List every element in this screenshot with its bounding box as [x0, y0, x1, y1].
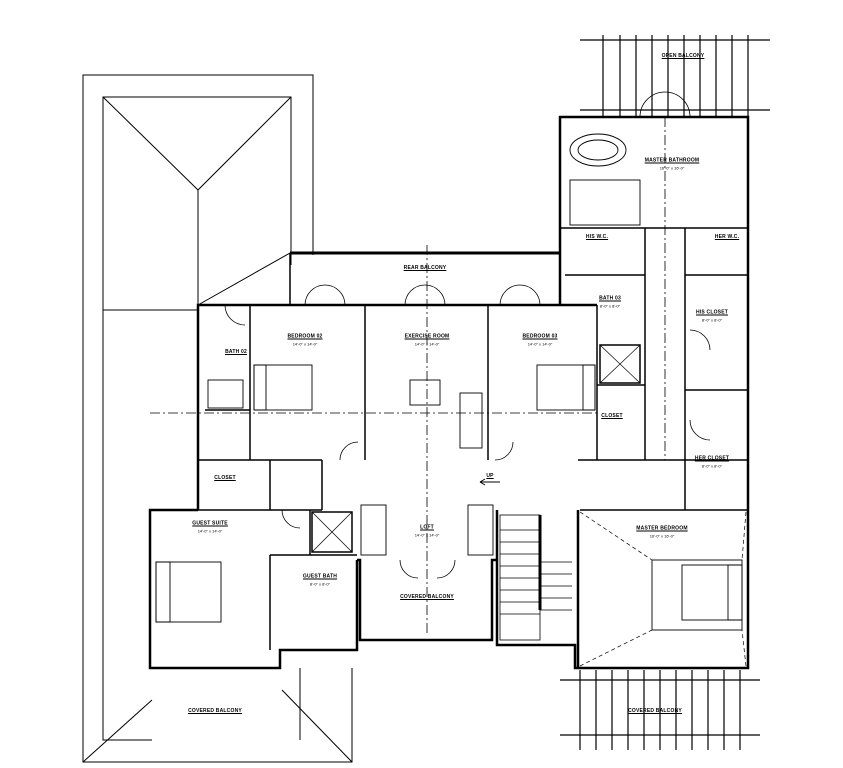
room-open-balcony: OPEN BALCONY [662, 53, 705, 59]
room-covered-balcony-right: COVERED BALCONY [628, 708, 682, 714]
room-rear-balcony: REAR BALCONY [404, 265, 447, 271]
stair-up-label: UP [486, 473, 493, 479]
stairs [499, 514, 572, 641]
room-name: MASTER BATHROOM [644, 157, 700, 164]
pergola-top [580, 35, 770, 117]
room-name: CLOSET [601, 413, 623, 419]
room-covered-balcony-left: COVERED BALCONY [188, 708, 242, 714]
room-name: HER W.C. [714, 234, 740, 240]
room-dims: 16'-0" x 16'-0" [659, 165, 685, 171]
room-name: BATH 03 [599, 295, 621, 302]
room-name: BEDROOM 02 [287, 333, 323, 340]
roof-outline [82, 74, 353, 763]
pergola-bottom [560, 670, 760, 750]
room-name: HER CLOSET [694, 455, 730, 462]
master-bedroom-ceiling [579, 511, 747, 667]
room-closet-left: CLOSET [214, 475, 235, 481]
room-name: EXERCISE ROOM [404, 333, 450, 340]
room-name: BEDROOM 03 [522, 333, 558, 340]
room-name: COVERED BALCONY [400, 594, 454, 600]
room-dims: 16'-0" x 16'-0" [649, 533, 675, 539]
room-dims: 8'-0" x 8'-0" [701, 463, 723, 469]
room-her-wc: HER W.C. [715, 234, 739, 240]
room-name: LOFT [420, 524, 434, 531]
room-dims: 8'-0" x 8'-0" [599, 303, 621, 309]
room-bath-02: BATH 02 [225, 349, 247, 355]
room-name: COVERED BALCONY [188, 708, 242, 714]
exterior-walls [148, 115, 750, 670]
room-his-wc: HIS W.C. [586, 234, 608, 240]
interior-walls [198, 227, 748, 650]
room-name: COVERED BALCONY [628, 708, 682, 714]
room-dims: 14'-0" x 14'-0" [414, 341, 440, 347]
room-dims: 14'-0" x 14'-0" [292, 341, 318, 347]
room-name: HIS CLOSET [695, 309, 729, 316]
room-dims: 14'-0" x 14'-0" [527, 341, 553, 347]
room-name: BATH 02 [225, 349, 247, 355]
room-name: HIS W.C. [585, 234, 609, 240]
room-dims: 14'-0" x 14'-0" [414, 532, 440, 538]
room-dims: 14'-0" x 14'-0" [197, 528, 223, 534]
room-name: GUEST SUITE [192, 520, 228, 527]
room-name: MASTER BEDROOM [636, 525, 688, 532]
room-name: REAR BALCONY [403, 265, 447, 271]
room-name: CLOSET [214, 475, 236, 481]
fixtures [155, 133, 743, 631]
room-name: OPEN BALCONY [661, 53, 705, 59]
room-covered-balcony-center: COVERED BALCONY [400, 594, 454, 600]
axis-lines [150, 117, 666, 635]
room-name: GUEST BATH [302, 573, 338, 580]
stair-arrow-icon [479, 478, 500, 486]
room-closet-right: CLOSET [601, 413, 622, 419]
doors [224, 91, 711, 579]
stair-label: UP [486, 473, 494, 479]
room-dims: 8'-0" x 8'-0" [309, 581, 331, 587]
room-dims: 8'-0" x 8'-0" [701, 317, 723, 323]
